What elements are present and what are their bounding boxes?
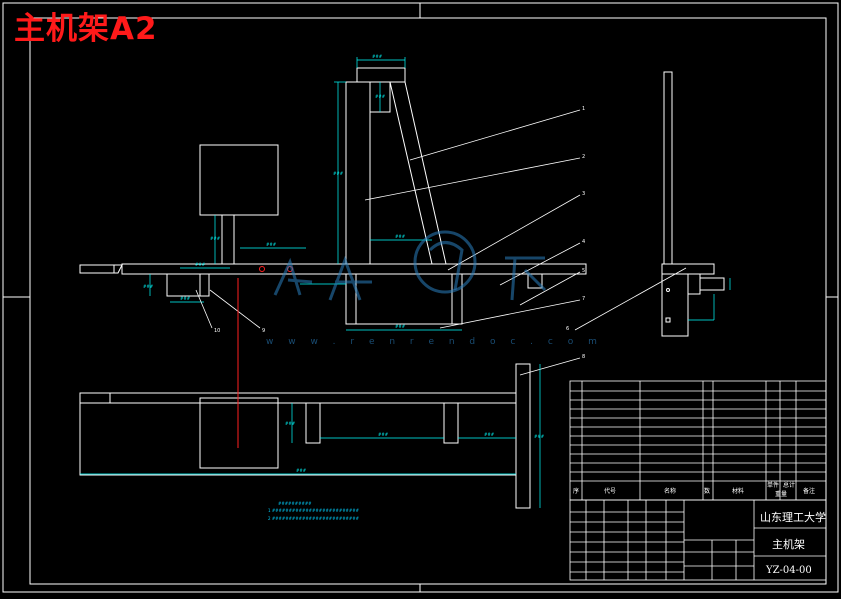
balloon-7: 7	[582, 296, 585, 302]
header-material: 材料	[732, 487, 744, 495]
parts-list-table	[569, 380, 827, 501]
svg-text:###: ###	[372, 54, 383, 59]
technical-notes: ########## 1 ########################## …	[268, 501, 360, 521]
svg-text:###: ###	[285, 421, 296, 426]
balloon-1: 1	[582, 106, 585, 112]
balloon-10: 10	[214, 328, 220, 334]
title-block-text: 序 代号 名称 数 材料 单件 总计 重量 备注 山东理工大学 主机架 YZ-0…	[573, 481, 826, 576]
watermark-url: w w w . r e n r e n d o c . c o m	[266, 337, 603, 347]
svg-text:###: ###	[534, 434, 545, 439]
top-view-dimensions	[80, 364, 541, 508]
balloon-9: 9	[262, 328, 265, 334]
watermark-logo: w w w . r e n r e n d o c . c o m	[266, 230, 603, 347]
svg-text:##########: ##########	[278, 501, 312, 506]
top-view	[79, 363, 531, 509]
top-view-dim-text: ### ### ### ### ###	[285, 421, 545, 473]
school-name: 山东理工大学	[760, 510, 826, 524]
svg-text:###: ###	[296, 468, 307, 473]
balloon-2: 2	[582, 154, 585, 160]
side-view	[661, 71, 725, 337]
header-index: 序	[573, 487, 579, 495]
part-name: 主机架	[772, 537, 805, 551]
drawing-title: 主机架A2	[14, 11, 158, 47]
header-weight-single: 单件	[767, 481, 779, 489]
balloon-5: 5	[582, 268, 585, 274]
svg-text:###: ###	[395, 234, 406, 239]
svg-text:###: ###	[395, 324, 406, 329]
header-qty: 数	[704, 487, 710, 495]
side-view-dimensions	[688, 278, 731, 321]
header-weight-total: 总计	[783, 481, 795, 489]
title-block	[569, 499, 827, 581]
svg-text:2 ##########################: 2 ##########################	[268, 516, 360, 521]
balloon-3: 3	[582, 191, 585, 197]
svg-text:###: ###	[375, 94, 386, 99]
svg-text:###: ###	[484, 432, 495, 437]
front-view	[79, 67, 587, 325]
svg-text:###: ###	[266, 242, 277, 247]
balloon-labels: 1 2 3 4 5 6 7 8 9 10	[214, 106, 585, 360]
svg-text:###: ###	[333, 171, 344, 176]
svg-text:1 ##########################: 1 ##########################	[268, 508, 360, 513]
svg-text:###: ###	[143, 284, 154, 289]
balloon-4: 4	[582, 239, 585, 245]
svg-text:###: ###	[195, 262, 206, 267]
balloon-8: 8	[582, 354, 585, 360]
front-view-dim-text: ### ### ### ### ### ### ### ### ### ###	[143, 54, 406, 329]
header-code: 代号	[604, 487, 616, 495]
svg-text:###: ###	[378, 432, 389, 437]
balloon-6: 6	[566, 326, 569, 332]
front-view-dimensions	[149, 57, 462, 331]
svg-text:###: ###	[210, 236, 221, 241]
drawing-number: YZ-04-00	[765, 565, 812, 576]
header-weight: 重量	[775, 490, 787, 498]
header-name: 名称	[664, 487, 676, 495]
header-remark: 备注	[803, 487, 815, 495]
svg-text:###: ###	[180, 296, 191, 301]
